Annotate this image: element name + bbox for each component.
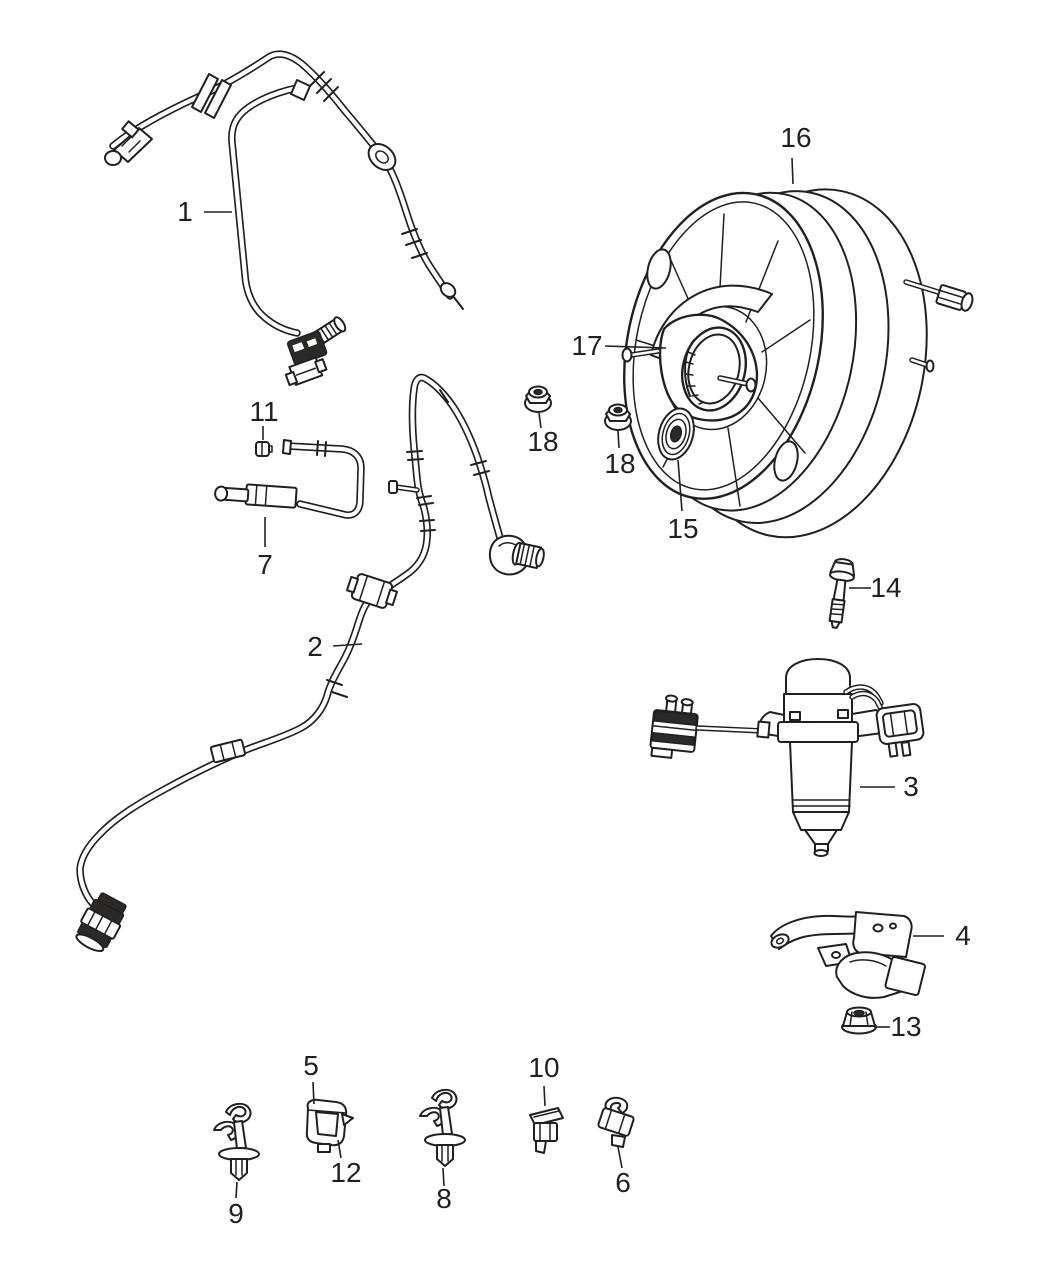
hose2-fitting	[209, 738, 247, 764]
leader-line-8-7	[442, 1167, 445, 1187]
part-hose-assembly-1	[104, 50, 464, 387]
hose1-left-connector	[104, 120, 153, 166]
part-nut-13	[841, 1006, 877, 1035]
part-nut-18a	[524, 385, 552, 413]
hose7-end-cap	[282, 439, 292, 455]
part-mounting-plate-17	[621, 313, 759, 422]
part-hose-2	[75, 373, 545, 953]
hose1-grommet	[367, 143, 397, 171]
hose2-tee-stub	[388, 480, 420, 494]
hose7-coupling	[316, 440, 327, 457]
hose1-couplings	[401, 228, 428, 259]
pump-left-connector	[649, 694, 699, 759]
part-clip-9	[213, 1102, 260, 1181]
part-hose-7	[214, 439, 365, 519]
leader-line-5-4	[312, 1081, 315, 1105]
leader-line-15-14	[677, 459, 683, 512]
leader-line-12-11	[337, 1139, 342, 1159]
booster-hole-upper	[646, 248, 672, 290]
part-clip-10	[529, 1107, 564, 1154]
hose1-ferrule	[290, 79, 311, 101]
leader-line-17-16	[604, 345, 667, 349]
part-bracket-4	[770, 911, 926, 999]
hose2-threaded-connector	[488, 534, 545, 576]
part-nut-18b	[604, 403, 632, 431]
part-clip-6	[597, 1096, 635, 1148]
hose2-clamp	[346, 573, 398, 609]
leader-line-9-8	[235, 1181, 238, 1199]
part-vacuum-pump-3	[649, 658, 925, 857]
part-clip-11	[255, 441, 273, 457]
hose1-clamp	[191, 73, 232, 119]
leader-line-2-1	[332, 643, 363, 647]
hose7-connector	[214, 483, 298, 509]
booster-hole-lower	[773, 440, 799, 482]
leader-line-18-17	[538, 412, 542, 429]
hose1-lower-connector	[284, 316, 347, 387]
leader-lines	[204, 157, 944, 1199]
booster-studs	[903, 279, 974, 373]
hose2-bottom-connector	[75, 892, 127, 953]
part-brake-booster	[621, 188, 974, 539]
leader-line-6-5	[617, 1146, 623, 1169]
leader-line-18-18	[617, 430, 620, 449]
hose2-bands	[326, 389, 490, 698]
part-clip-5-12	[305, 1098, 354, 1153]
leader-line-16-15	[791, 157, 794, 185]
leader-line-10-9	[543, 1085, 546, 1107]
hose1-fitting-bands	[309, 71, 339, 102]
part-grommet-15	[657, 407, 695, 461]
part-clip-8	[419, 1088, 466, 1167]
part-bolt-14	[828, 558, 856, 629]
pump-right-connector	[875, 703, 925, 758]
